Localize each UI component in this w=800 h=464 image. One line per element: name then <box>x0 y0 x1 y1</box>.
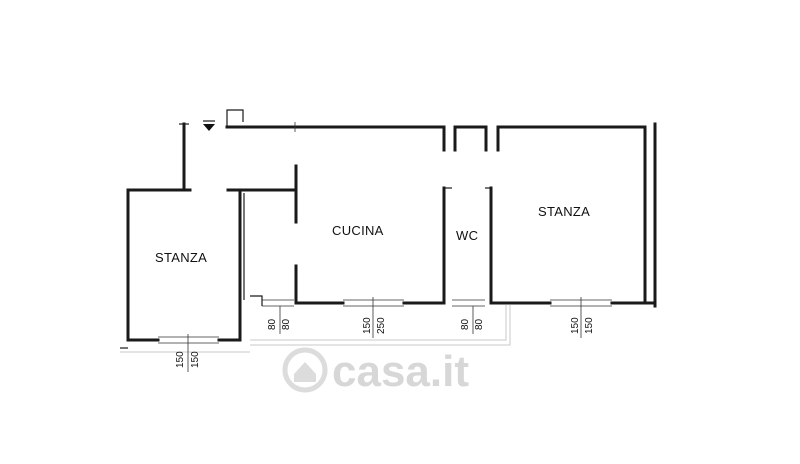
entrance-arrow-icon <box>203 120 215 131</box>
dimension-label: 150 <box>584 317 595 334</box>
window-left-stanza <box>158 334 219 346</box>
dimension-label: 150 <box>570 317 581 334</box>
room-label-cucina: CUCINA <box>332 223 384 238</box>
windows <box>158 295 612 346</box>
dimension-label: 80 <box>281 318 292 330</box>
dimension-label: 250 <box>376 317 387 334</box>
window-wc <box>452 299 485 307</box>
dimension-label: 150 <box>190 351 201 368</box>
dimension-label: 150 <box>362 317 373 334</box>
dimension-balcony-a: 80 80 <box>267 318 292 330</box>
watermark-text: casa.it <box>332 347 469 396</box>
window-balcony-left <box>250 295 294 307</box>
dimension-right-window: 150 150 <box>570 317 595 334</box>
window-cucina <box>343 297 404 309</box>
dimension-cucina-window: 150 250 <box>362 317 387 334</box>
house-logo-icon <box>282 347 328 393</box>
dimension-label: 80 <box>474 318 485 330</box>
dimension-label: 150 <box>175 351 186 368</box>
dimension-label: 80 <box>267 318 278 330</box>
room-label-stanza-left: STANZA <box>155 250 207 265</box>
room-label-stanza-right: STANZA <box>538 204 590 219</box>
exterior-walls <box>120 109 657 349</box>
dimension-wc-window: 80 80 <box>460 318 485 330</box>
balcony-outline <box>120 305 511 353</box>
window-right-stanza <box>550 297 612 309</box>
dimension-left-window: 150 150 <box>175 351 201 368</box>
watermark: casa.it <box>282 347 469 396</box>
dimension-ticks <box>187 306 582 372</box>
dimension-label: 80 <box>460 318 471 330</box>
room-label-wc: WC <box>456 228 478 243</box>
